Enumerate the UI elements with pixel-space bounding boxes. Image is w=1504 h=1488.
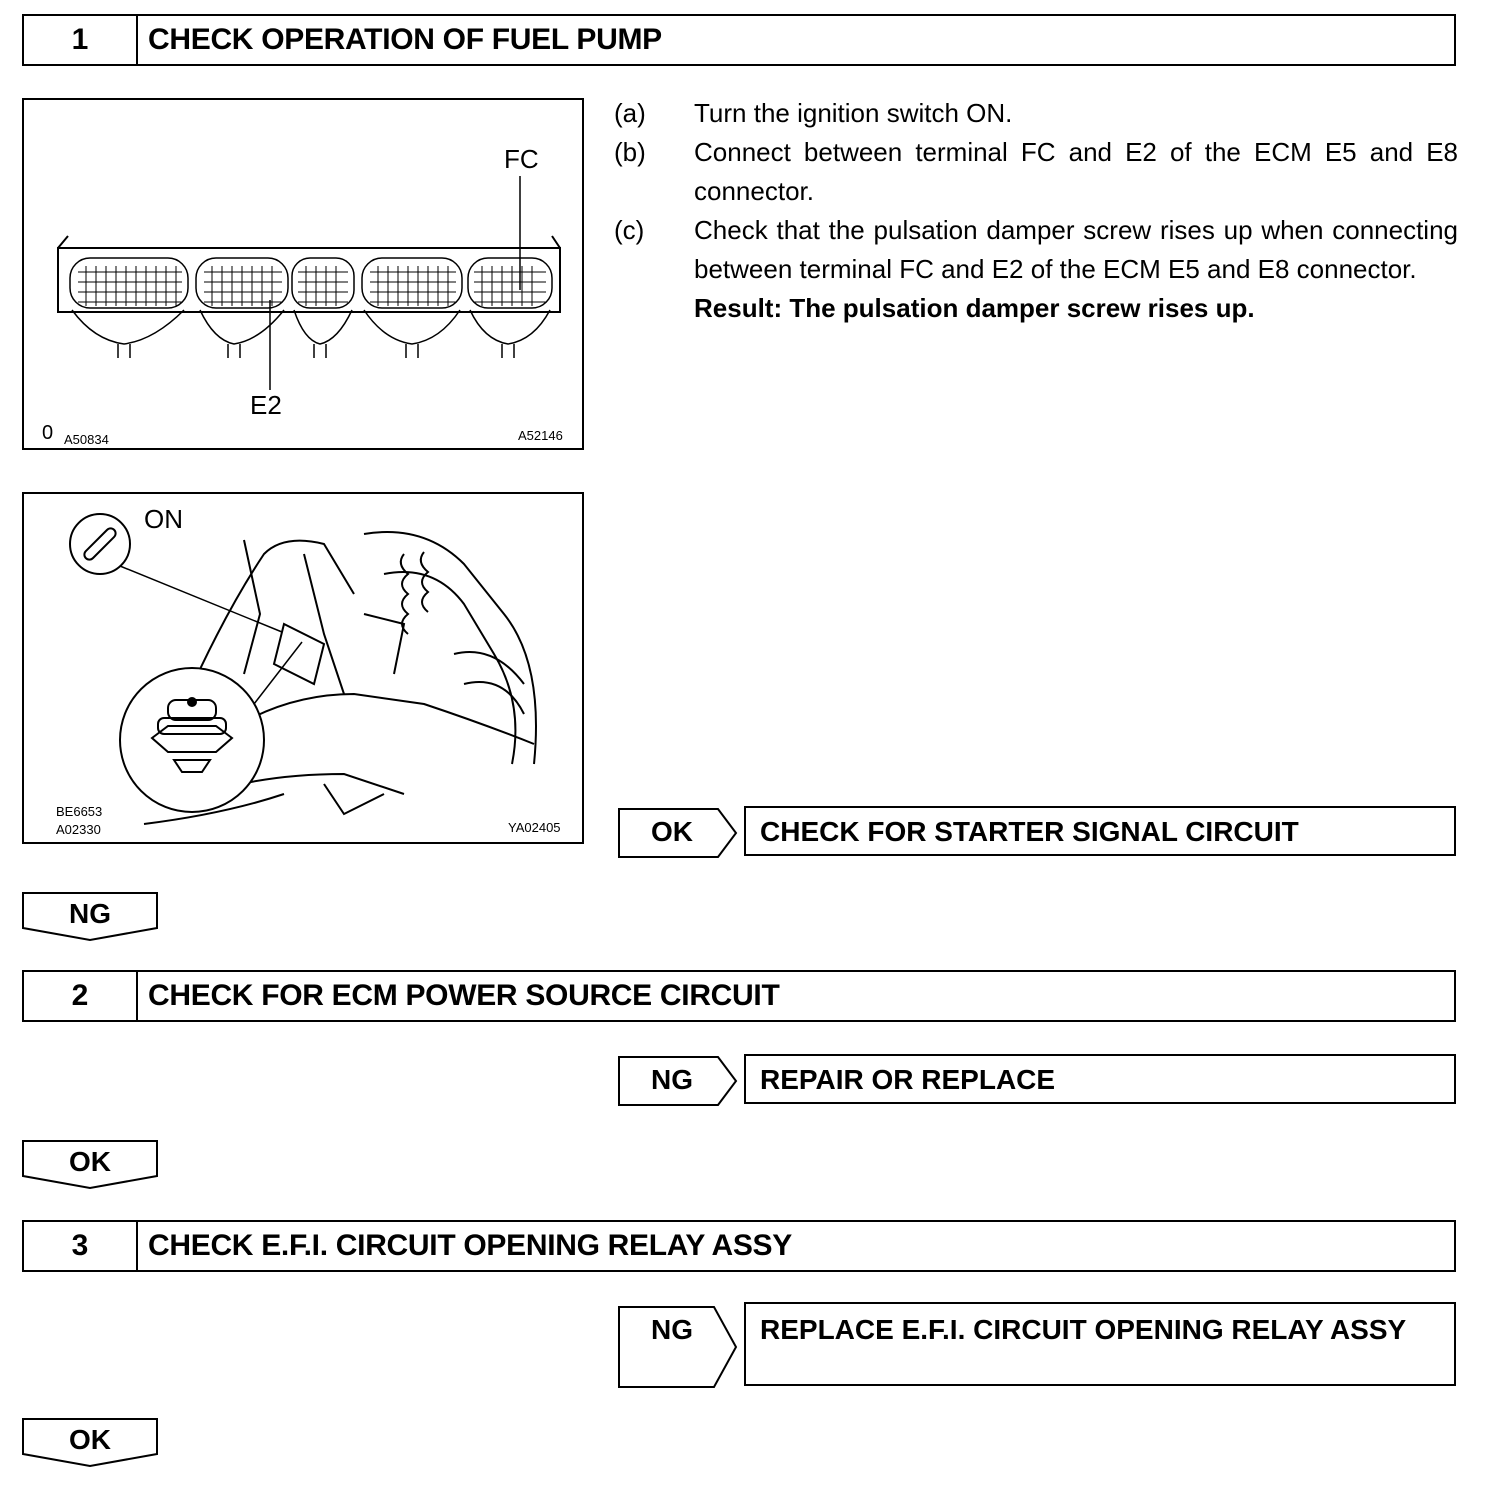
ignition-key-icon bbox=[69, 513, 131, 575]
step-title: CHECK E.F.I. CIRCUIT OPENING RELAY ASSY bbox=[148, 1229, 792, 1262]
ng-branch-tag: NG bbox=[618, 1306, 738, 1388]
instruction-list: (a) Turn the ignition switch ON. (b) Con… bbox=[614, 94, 1458, 328]
figure-code: A52146 bbox=[518, 428, 563, 443]
next-action-box: REPAIR OR REPLACE bbox=[744, 1054, 1456, 1104]
step-3-header: 3 CHECK E.F.I. CIRCUIT OPENING RELAY ASS… bbox=[22, 1220, 1456, 1272]
figure-code: A50834 bbox=[64, 432, 109, 447]
instruction-label: (b) bbox=[614, 137, 646, 167]
instruction-label: (c) bbox=[614, 215, 645, 245]
branch-tag-label: OK bbox=[651, 816, 693, 847]
figure-code: A02330 bbox=[56, 822, 101, 837]
step-title: CHECK OPERATION OF FUEL PUMP bbox=[148, 23, 662, 56]
ok-down-tag: OK bbox=[22, 1140, 158, 1190]
figure-code: YA02405 bbox=[508, 820, 561, 835]
pulsation-damper-figure: ON BE6653 A02330 YA02405 bbox=[22, 492, 584, 844]
ng-down-tag: NG bbox=[22, 892, 158, 942]
instruction-label: (a) bbox=[614, 98, 646, 128]
next-action-box: REPLACE E.F.I. CIRCUIT OPENING RELAY ASS… bbox=[744, 1302, 1456, 1386]
ok-down-tag: OK bbox=[22, 1418, 158, 1468]
branch-tag-label: NG bbox=[651, 1314, 693, 1345]
step-number: 2 bbox=[24, 972, 138, 1020]
instruction-item: (b) Connect between terminal FC and E2 o… bbox=[614, 133, 1458, 211]
instruction-text: Connect between terminal FC and E2 of th… bbox=[694, 137, 1458, 206]
down-tag-label: OK bbox=[69, 1424, 111, 1455]
damper-magnifier bbox=[119, 641, 303, 813]
down-tag-label: NG bbox=[69, 898, 111, 929]
ecm-connector-figure: FC E2 0 A50834 A52146 bbox=[22, 98, 584, 450]
fc-label: FC bbox=[504, 144, 539, 174]
instruction-item: (c) Check that the pulsation damper scre… bbox=[614, 211, 1458, 289]
instruction-item: (a) Turn the ignition switch ON. bbox=[614, 94, 1458, 133]
next-action-box: CHECK FOR STARTER SIGNAL CIRCUIT bbox=[744, 806, 1456, 856]
branch-tag-label: NG bbox=[651, 1064, 693, 1095]
instruction-text: Check that the pulsation damper screw ri… bbox=[694, 215, 1458, 284]
step-1-header: 1 CHECK OPERATION OF FUEL PUMP bbox=[22, 14, 1456, 66]
on-label: ON bbox=[144, 504, 183, 534]
figure-code-prefix: 0 bbox=[42, 422, 54, 444]
figure-code: BE6653 bbox=[56, 804, 103, 819]
instruction-text: Turn the ignition switch ON. bbox=[694, 98, 1013, 128]
ecm-connector-drawing bbox=[57, 176, 561, 390]
result-text: Result: The pulsation damper screw rises… bbox=[694, 293, 1255, 323]
down-tag-label: OK bbox=[69, 1146, 111, 1177]
step-number: 3 bbox=[24, 1222, 138, 1270]
step-title: CHECK FOR ECM POWER SOURCE CIRCUIT bbox=[148, 979, 780, 1012]
ng-branch-tag: NG bbox=[618, 1056, 738, 1106]
engine-bay-drawing bbox=[69, 513, 537, 825]
step-number: 1 bbox=[24, 16, 138, 64]
step-2-header: 2 CHECK FOR ECM POWER SOURCE CIRCUIT bbox=[22, 970, 1456, 1022]
e2-label: E2 bbox=[250, 390, 282, 420]
ok-branch-tag: OK bbox=[618, 808, 738, 858]
